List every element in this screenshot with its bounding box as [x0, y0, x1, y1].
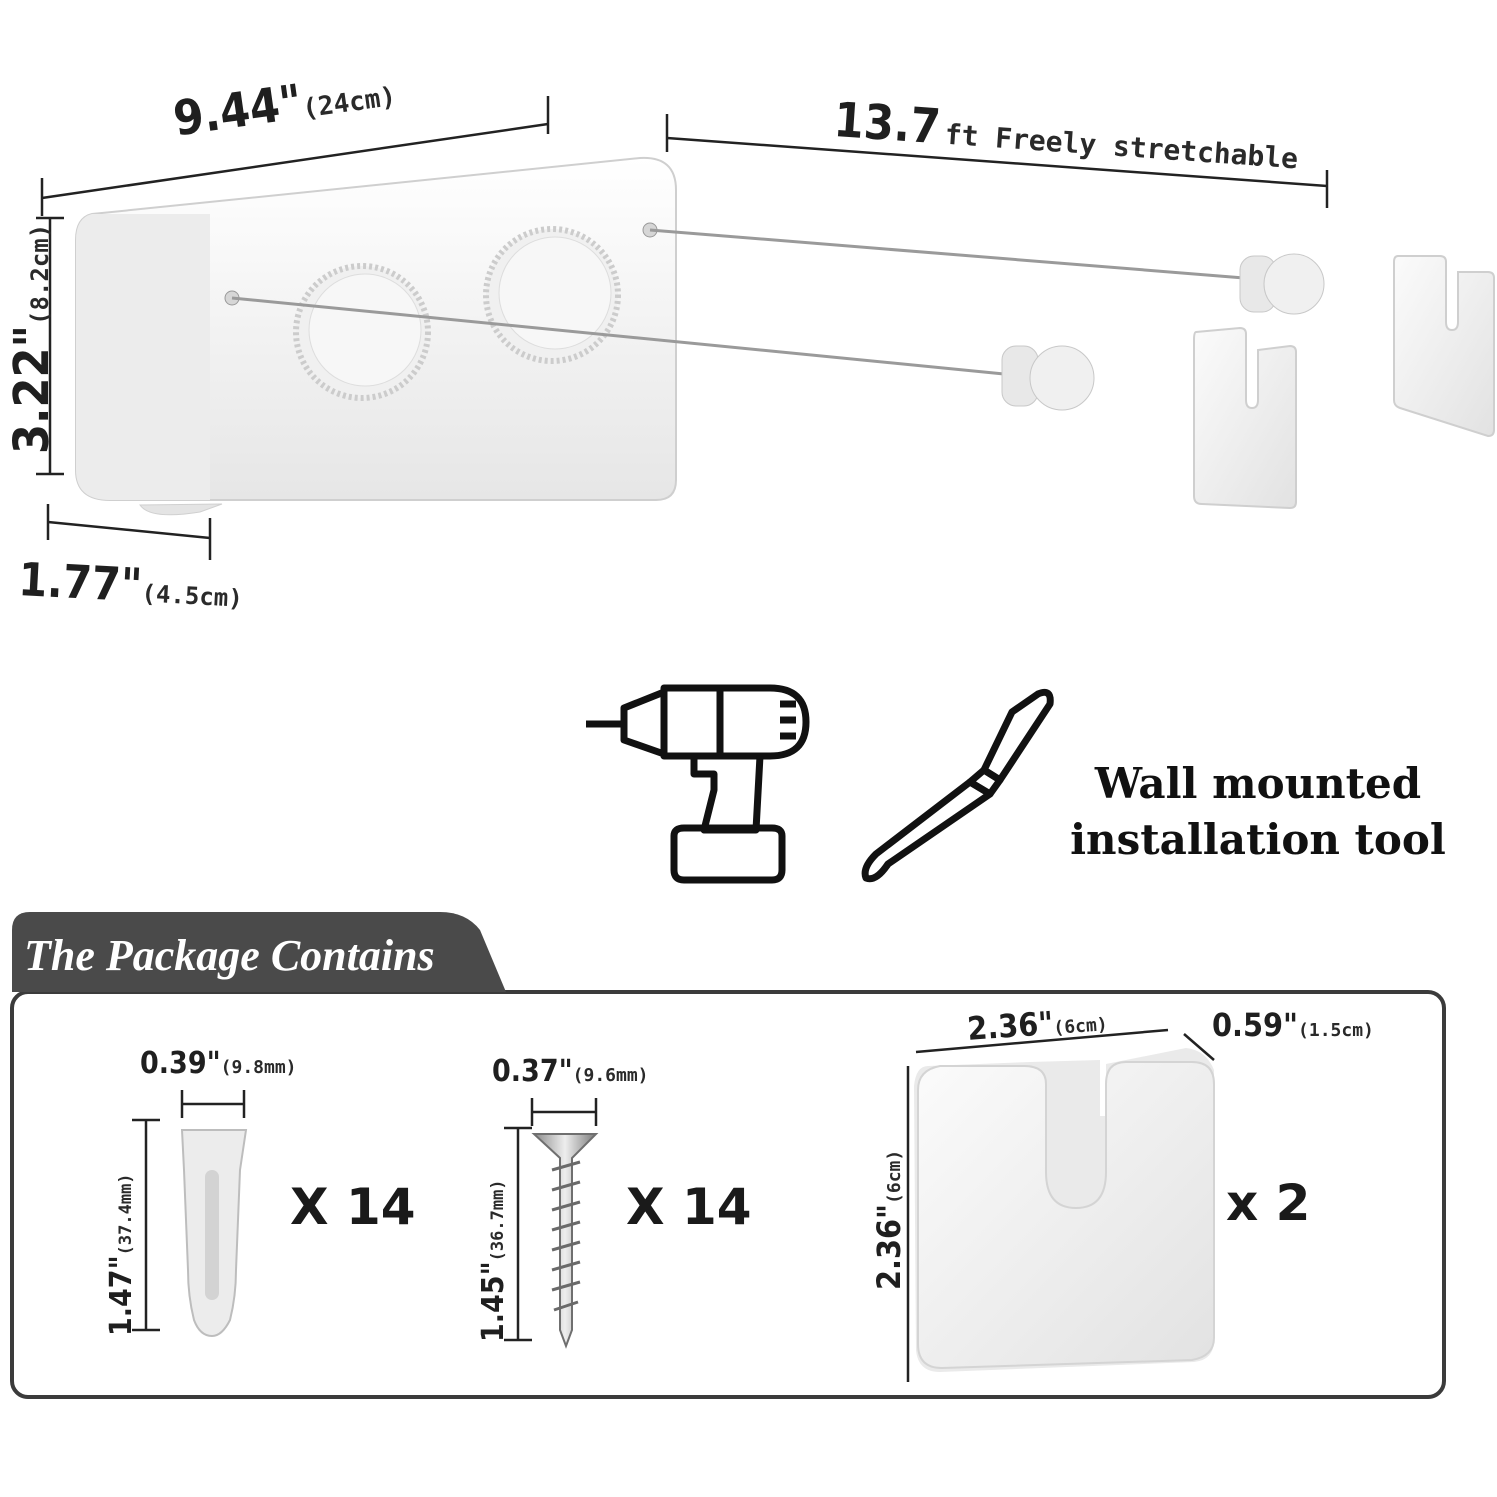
- anchor-width-label: 0.39"(9.8mm): [140, 1046, 297, 1081]
- screw-width-label: 0.37"(9.6mm): [492, 1054, 649, 1089]
- drill-icon: [586, 684, 810, 884]
- anchor-length-value: 1.47": [104, 1255, 139, 1336]
- screw-length-metric: (36.7mm): [488, 1179, 508, 1262]
- tool-caption-line-1: Wall mounted: [1094, 759, 1422, 808]
- height-value: 3.22": [4, 324, 60, 454]
- screw-length-label: 1.45"(36.7mm): [476, 1179, 511, 1342]
- depth-dimension-line: [46, 504, 212, 560]
- width-dimension-line: [40, 96, 550, 216]
- wall-anchor-icon: [180, 1129, 248, 1338]
- hook-width-metric: (6cm): [1052, 1014, 1109, 1039]
- hook-depth-value: 0.59": [1212, 1006, 1299, 1044]
- stretch-value: 13.7: [832, 92, 943, 156]
- height-dimension-line: [36, 216, 64, 476]
- depth-value: 1.77": [17, 552, 144, 613]
- screw-length-value: 1.45": [476, 1261, 511, 1342]
- depth-metric: (4.5cm): [140, 579, 244, 613]
- mounting-hook-large-icon: [914, 1048, 1215, 1372]
- hook-height-label: 2.36"(6cm): [870, 1150, 908, 1290]
- hook-height-value: 2.36": [870, 1203, 908, 1290]
- height-dimension-label: 3.22"(8.2cm): [4, 224, 60, 454]
- hook-quantity: x 2: [1226, 1174, 1311, 1232]
- retractable-wires: [231, 228, 1245, 376]
- wire-end-cap-left: [1001, 345, 1095, 411]
- right-dial-knob: [483, 226, 621, 364]
- screw-quantity: X 14: [626, 1178, 752, 1236]
- screw-width-value: 0.37": [492, 1054, 573, 1089]
- hook-dimension-lines: [906, 1028, 1215, 1382]
- anchor-width-value: 0.39": [140, 1046, 221, 1081]
- tool-caption-line-2: installation tool: [1070, 815, 1446, 864]
- width-metric: (24cm): [300, 81, 398, 125]
- receiving-hook-back: [1393, 255, 1495, 438]
- height-metric: (8.2cm): [26, 223, 54, 325]
- anchor-dimension-lines: [132, 1090, 246, 1332]
- hook-height-metric: (6cm): [884, 1149, 905, 1204]
- retractable-clothesline-unit: [75, 156, 677, 516]
- receiving-hook-front: [1193, 326, 1297, 510]
- stretch-dimension-line: [665, 114, 1329, 208]
- screw-dimension-lines: [504, 1098, 598, 1342]
- screwdriver-icon: [861, 688, 1054, 883]
- left-dial-knob: [293, 263, 431, 401]
- hook-width-value: 2.36": [966, 1003, 1055, 1048]
- wire-end-cap-right: [1239, 253, 1325, 315]
- anchor-width-metric: (9.8mm): [220, 1057, 297, 1078]
- screw-width-metric: (9.6mm): [572, 1065, 649, 1086]
- installation-tool-caption: Wall mounted installation tool: [1056, 756, 1460, 868]
- package-banner-title: The Package Contains: [24, 931, 435, 980]
- anchor-length-label: 1.47"(37.4mm): [104, 1173, 139, 1336]
- screw-icon: [531, 1133, 599, 1349]
- hook-depth-label: 0.59"(1.5cm): [1212, 1006, 1374, 1044]
- anchor-quantity: X 14: [290, 1178, 416, 1236]
- anchor-length-metric: (37.4mm): [116, 1173, 136, 1256]
- hook-depth-metric: (1.5cm): [1298, 1020, 1374, 1041]
